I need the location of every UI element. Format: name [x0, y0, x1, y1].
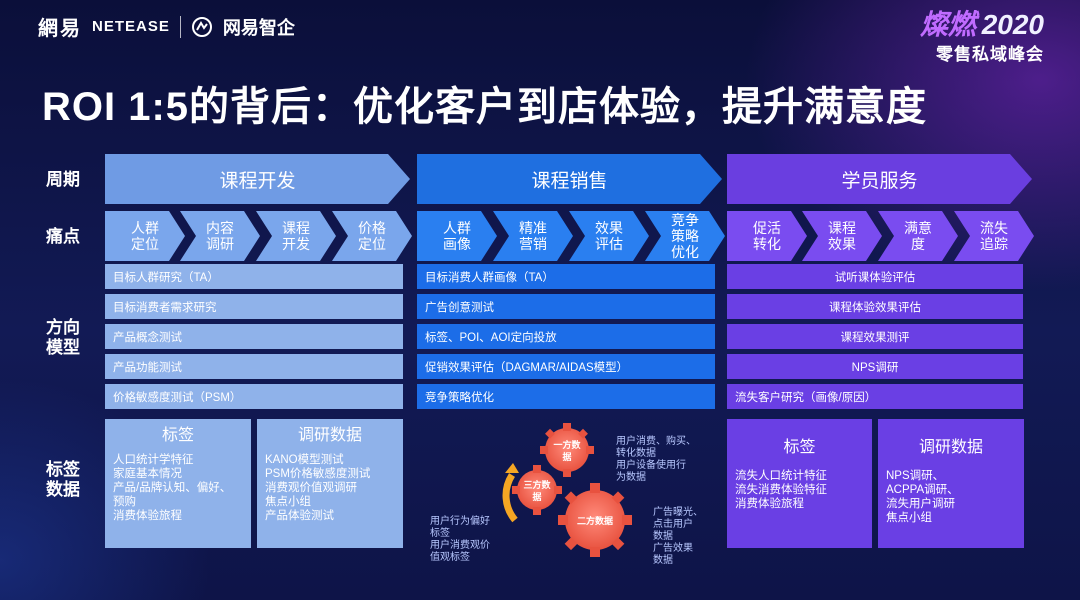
note-first-party: 用户消费、购买、 转化数据 用户设备使用行 为数据 [616, 436, 696, 483]
tag-box-c1-title: 标签 [161, 427, 194, 444]
phase-course-sales: 课程销售 [417, 154, 722, 204]
pain-point: 效果评估 [569, 211, 649, 261]
list-item: 消费体验旅程 [735, 498, 804, 510]
brand-year: 2020 [981, 9, 1044, 40]
tag-box-c3-title: 标签 [783, 439, 816, 456]
logo-en: NETEASE [92, 18, 170, 35]
method-row: 产品概念测试 [105, 324, 403, 349]
method-row: 流失客户研究（画像/原因） [727, 384, 1023, 409]
method-row: NPS调研 [727, 354, 1023, 379]
list-item: 人口统计学特征 [113, 454, 194, 466]
pain-point: 促活转化 [727, 211, 807, 261]
logo-cn: 網易 [38, 18, 82, 40]
gear-second-party: 二方数据 [558, 483, 632, 557]
note-second-party: 广告曝光、 点击用户 数据 广告效果 数据 [653, 507, 703, 566]
phase-student-service: 学员服务 [727, 154, 1032, 204]
method-row: 促销效果评估（DAGMAR/AIDAS模型） [417, 354, 715, 379]
pain-point: 人群画像 [417, 211, 497, 261]
data-box-c3: 调研数据 NPS调研、 ACPPA调研、 流失用户调研 焦点小组 [878, 419, 1024, 548]
list-item: 预购 [113, 496, 136, 508]
cycle-arc [502, 473, 518, 523]
pain-point: 人群定位 [105, 211, 185, 261]
list-item: PSM价格敏感度测试 [265, 468, 371, 480]
row-label-pain: 痛点 [46, 227, 80, 246]
method-row: 课程体验效果评估 [727, 294, 1023, 319]
list-item: 焦点小组 [886, 512, 932, 524]
cycle-arrow-icon [505, 463, 519, 473]
brand-subtitle: 零售私域峰会 [936, 45, 1044, 64]
logo-sub: 网易智企 [222, 17, 295, 38]
list-item: ACPPA调研、 [886, 484, 959, 496]
method-row: 价格敏感度测试（PSM） [105, 384, 403, 409]
method-row: 目标人群研究（TA） [105, 264, 403, 289]
gear-third-party: 三方数 据 [512, 465, 562, 515]
svg-text:据: 据 [532, 491, 541, 502]
list-item: NPS调研、 [886, 470, 945, 482]
data-box-c1-title: 调研数据 [297, 427, 362, 444]
method-row: 课程效果测评 [727, 324, 1023, 349]
page-title: ROI 1:5的背后：优化客户到店体验，提升满意度 [42, 85, 928, 129]
pain-point: 价格定位 [332, 211, 412, 261]
data-box-c1: 调研数据 KANO模型测试 PSM价格敏感度测试 消费观价值观调研 焦点小组 产… [257, 419, 403, 548]
list-item: 流失用户调研 [886, 498, 955, 510]
svg-text:据: 据 [562, 451, 571, 462]
brand-art: 燦燃 [919, 9, 976, 40]
method-row: 产品功能测试 [105, 354, 403, 379]
row-label-direction: 方向模型 [46, 318, 80, 357]
data-box-c3-title: 调研数据 [918, 439, 983, 456]
method-row: 广告创意测试 [417, 294, 715, 319]
method-row: 目标消费者需求研究 [105, 294, 403, 319]
svg-text:一方数: 一方数 [553, 439, 581, 450]
tag-box-c1: 标签 人口统计学特征 家庭基本情况 产品/品牌认知、偏好、 预购 消费体验旅程 [105, 419, 251, 548]
svg-text:二方数据: 二方数据 [577, 515, 613, 526]
pain-point: 课程效果 [802, 211, 882, 261]
list-item: 流失消费体验特征 [735, 484, 827, 496]
row-label-period: 周期 [46, 170, 80, 189]
method-row: 试听课体验评估 [727, 264, 1023, 289]
list-item: 消费体验旅程 [113, 510, 182, 522]
list-item: KANO模型测试 [265, 454, 344, 466]
list-item: 产品体验测试 [265, 510, 334, 522]
row-label-tags: 标签数据 [46, 460, 80, 499]
tag-box-c3: 标签 流失人口统计特征 流失消费体验特征 消费体验旅程 [727, 419, 872, 548]
pain-point: 精准营销 [493, 211, 573, 261]
list-item: 焦点小组 [265, 496, 311, 508]
list-item: 流失人口统计特征 [735, 470, 827, 482]
logo-divider [179, 15, 181, 38]
data-gears-diagram: 一方数 据 三方数 据 二方数据 [502, 423, 632, 557]
netease-zhiqi-icon [191, 16, 212, 37]
list-item: 产品/品牌认知、偏好、 [113, 482, 232, 494]
method-row: 竞争策略优化 [417, 384, 715, 409]
phase-course-development: 课程开发 [105, 154, 410, 204]
method-row: 标签、POI、AOI定向投放 [417, 324, 715, 349]
list-item: 家庭基本情况 [113, 468, 182, 480]
svg-text:三方数: 三方数 [523, 479, 551, 490]
note-third-party: 用户行为偏好 标签 用户消费观价 值观标签 [430, 516, 490, 563]
method-row: 目标消费人群画像（TA） [417, 264, 715, 289]
gear-first-party: 一方数 据 [540, 423, 594, 477]
list-item: 消费观价值观调研 [265, 482, 357, 494]
netease-logo: 網易 NETEASE 网易智企 [38, 12, 295, 41]
